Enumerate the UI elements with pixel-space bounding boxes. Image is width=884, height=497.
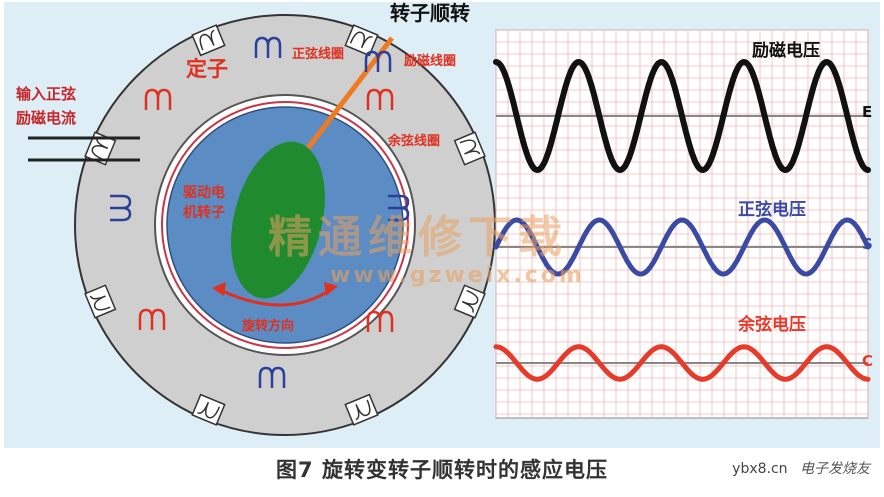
coils: [110, 36, 410, 388]
slot-notch: [344, 393, 379, 426]
stator-slot: [191, 24, 226, 57]
slot-notch: [344, 24, 379, 57]
rotation-arrowhead-left: [212, 282, 226, 296]
coil-winding: [144, 88, 172, 110]
sine-coil-label: 正弦线圈: [292, 46, 344, 62]
stator-slot: [453, 131, 486, 166]
coil-icon: [366, 88, 394, 110]
watermark-line1: 精通维修下载: [268, 212, 568, 263]
coil-icon: [366, 310, 394, 332]
credit: ybx8.cn 电子发烧友: [732, 458, 870, 478]
coil-winding: [254, 36, 282, 58]
excitation-wave: [493, 58, 871, 174]
slot-notch: [191, 393, 226, 426]
stator-slots: [84, 24, 486, 426]
slot-notch: [453, 131, 486, 166]
coil-icon: [254, 36, 282, 58]
coil-icon: [138, 308, 166, 330]
slot-winding: [355, 399, 371, 421]
slot-winding: [199, 29, 215, 51]
input-label-line1: 输入正弦: [16, 85, 76, 103]
stator-label: 定子: [186, 57, 228, 81]
coil-winding: [364, 50, 392, 72]
coil-winding: [366, 310, 394, 332]
coil-icon: [364, 50, 392, 72]
slot-winding: [89, 295, 111, 311]
rotor-body: [231, 141, 325, 299]
slot-winding: [459, 139, 481, 155]
cosine-coil-label: 余弦线圈: [387, 133, 440, 149]
slot-winding: [349, 31, 373, 49]
stator-slot: [84, 131, 117, 166]
coil-icon: [258, 366, 286, 388]
stator-slot: [344, 393, 379, 426]
axis-letter-c: C: [862, 352, 873, 370]
slot-winding: [197, 401, 221, 419]
slot-notch: [453, 284, 486, 319]
stator-slot: [84, 284, 117, 319]
coil-winding: [366, 88, 394, 110]
stator-slot: [344, 24, 379, 57]
credit-site: ybx8.cn: [732, 461, 788, 477]
input-label-line2: 励磁电流: [16, 109, 76, 127]
slot-notch: [191, 24, 226, 57]
axis-letter-s: S: [862, 235, 873, 253]
waveforms: [493, 58, 871, 382]
rotor-forward-title: 转子顺转: [390, 1, 470, 25]
rotation-arrow: [219, 288, 331, 307]
sine-title: 正弦电压: [738, 199, 806, 220]
bore-ring: [161, 101, 409, 349]
waveform-panel: [495, 29, 869, 419]
coil-winding: [138, 308, 166, 330]
excitation-coil-label: 励磁线圈: [404, 53, 456, 69]
credit-logo: 电子发烧友: [800, 461, 870, 477]
stator-slot: [191, 393, 226, 426]
coil-icon: [144, 88, 172, 110]
slot-winding: [461, 289, 479, 313]
axis-letter-e: E: [862, 103, 872, 121]
rotation-label: 旋转方向: [241, 318, 294, 334]
cosine-wave: [493, 344, 871, 382]
cosine-title: 余弦电压: [737, 314, 806, 335]
rotation-arrowhead-right: [324, 282, 338, 296]
rotor-label-line1: 驱动电: [183, 184, 225, 201]
excitation-title: 励磁电压: [752, 40, 820, 61]
coil-icon: [110, 194, 132, 222]
watermark-line2: www.gzweix.com: [330, 263, 585, 288]
resolver-diagram: 转子顺转 定子 输入正弦 励磁电流 正弦线圈 励磁线圈 余弦线圈 驱动电 机转子…: [16, 1, 873, 436]
coil-winding: [110, 194, 132, 222]
sine-wave: [493, 217, 871, 277]
rotor-label-line2: 机转子: [183, 204, 225, 221]
stator-slot: [453, 284, 486, 319]
coil-winding: [258, 366, 286, 388]
coil-winding: [388, 194, 410, 222]
coil-icon: [388, 194, 410, 222]
slot-notch: [84, 284, 117, 319]
figure-caption: 图7 旋转变转子顺转时的感应电压: [276, 458, 608, 482]
